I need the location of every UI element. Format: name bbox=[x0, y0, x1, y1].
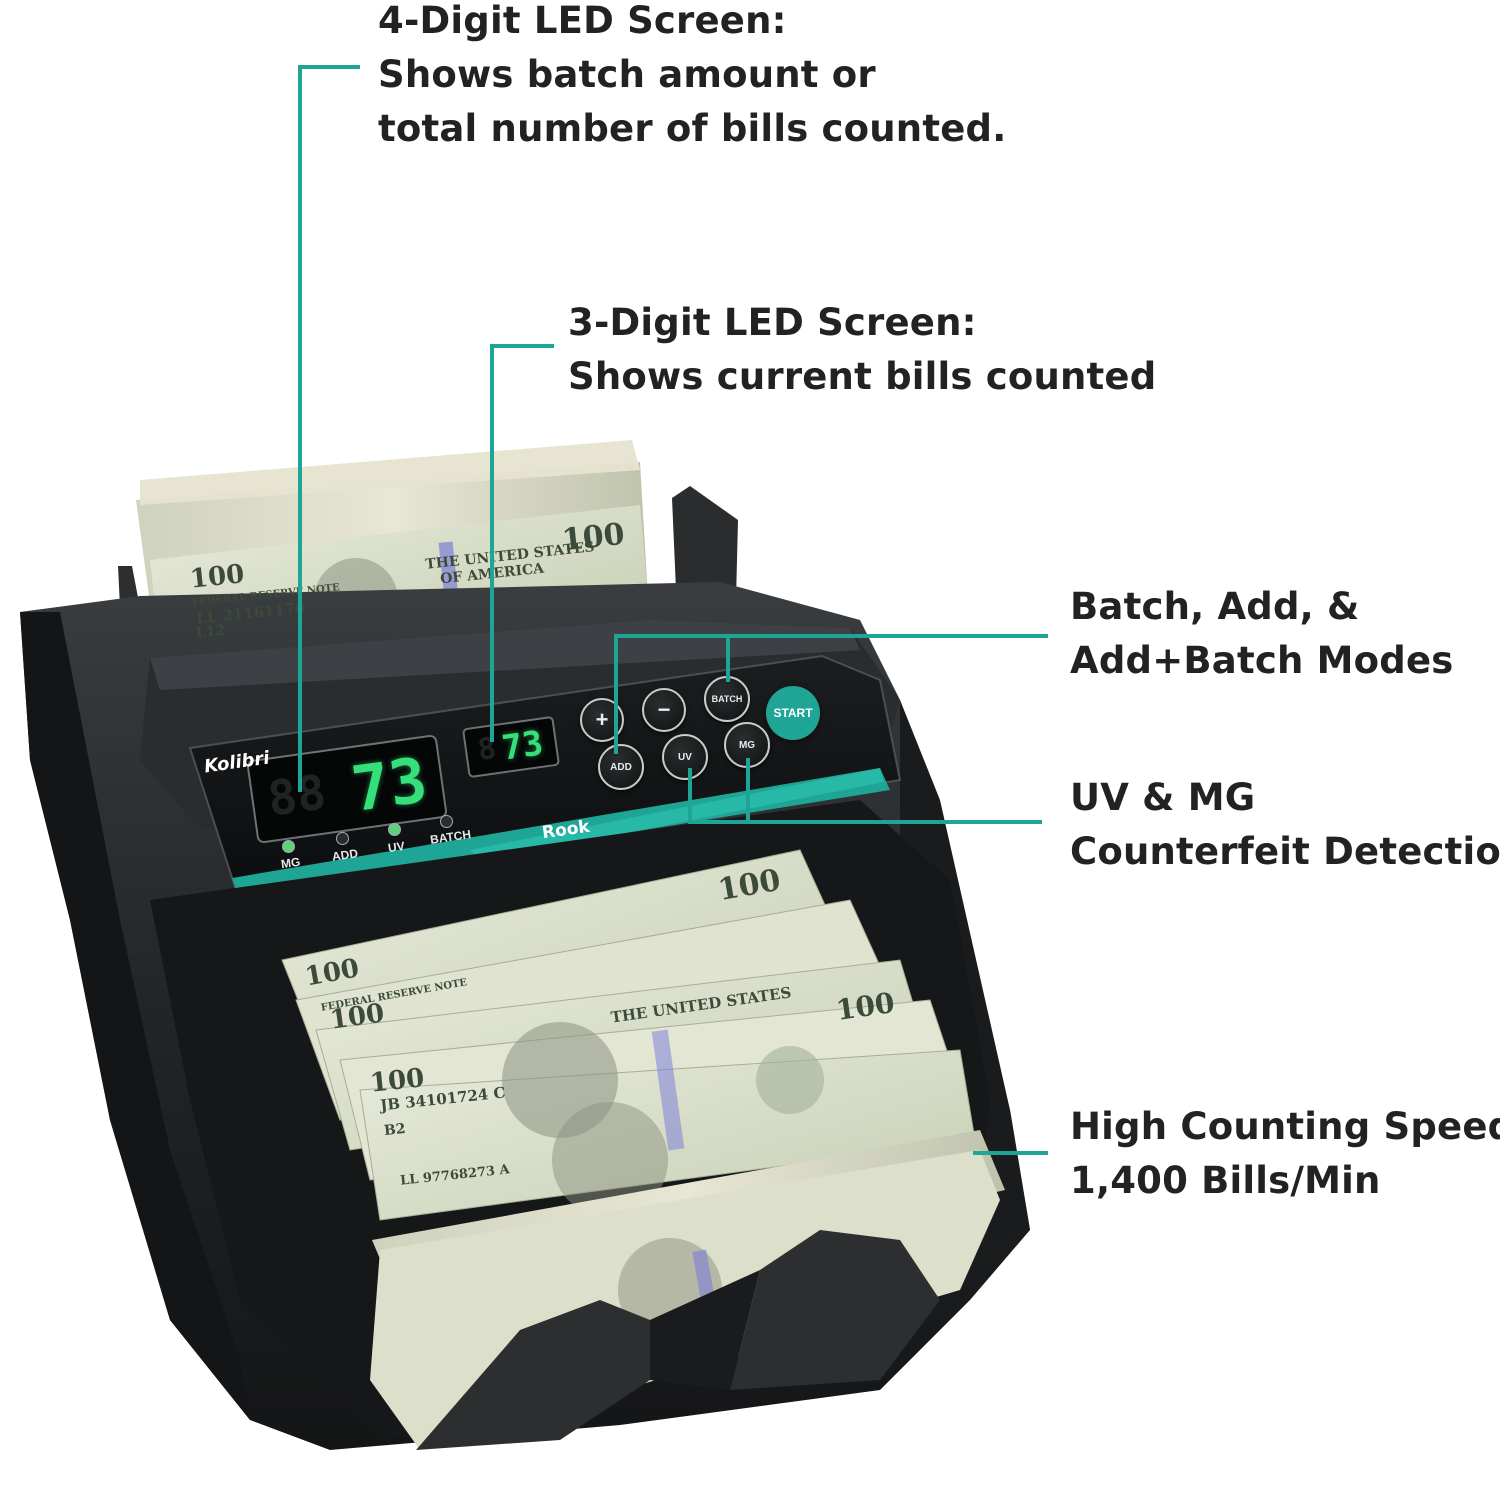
indicator-led-mg bbox=[282, 840, 295, 853]
callout-speed-line1: High Counting Speed: bbox=[1070, 1105, 1500, 1148]
minus-button[interactable]: − bbox=[642, 688, 686, 732]
indicator-led-batch bbox=[440, 815, 453, 828]
callout-modes-line1: Batch, Add, & bbox=[1070, 585, 1360, 628]
callout-led3: 3-Digit LED Screen: Shows current bills … bbox=[568, 296, 1156, 404]
indicator-led-add bbox=[336, 832, 349, 845]
callout-led4-line3: total number of bills counted. bbox=[378, 107, 1007, 150]
front-bills bbox=[281, 849, 976, 1221]
callout-led4-line1: 4-Digit LED Screen: bbox=[378, 0, 787, 42]
callout-led4: 4-Digit LED Screen: Shows batch amount o… bbox=[378, 0, 1006, 156]
indicator-label-mg: MG bbox=[280, 854, 302, 872]
uv-button[interactable]: UV bbox=[662, 734, 708, 780]
indicator-label-uv: UV bbox=[387, 838, 406, 856]
callout-speed-line2: 1,400 Bills/Min bbox=[1070, 1159, 1381, 1202]
callout-modes: Batch, Add, & Add+Batch Modes bbox=[1070, 580, 1453, 688]
mg-button[interactable]: MG bbox=[724, 722, 770, 768]
indicator-led-uv bbox=[388, 823, 401, 836]
hopper-guide-right bbox=[672, 486, 738, 600]
batch-button[interactable]: BATCH bbox=[704, 676, 750, 722]
bill-denomination-mid: 100 bbox=[188, 559, 246, 595]
led4-value: 73 bbox=[347, 743, 432, 826]
callout-detect-line2: Counterfeit Detection bbox=[1070, 830, 1500, 873]
stacker-paddle-right bbox=[730, 1230, 940, 1390]
callout-detect-line1: UV & MG bbox=[1070, 776, 1256, 819]
led4-ghost-digits: 88 bbox=[264, 764, 330, 828]
callout-led3-line1: 3-Digit LED Screen: bbox=[568, 301, 977, 344]
callout-led4-line2: Shows batch amount or bbox=[378, 53, 876, 96]
start-button[interactable]: START bbox=[766, 686, 820, 740]
callout-modes-line2: Add+Batch Modes bbox=[1070, 639, 1454, 682]
callout-led3-line2: Shows current bills counted bbox=[568, 355, 1157, 398]
callout-speed: High Counting Speed: 1,400 Bills/Min bbox=[1070, 1100, 1500, 1208]
stacker-paddle-left bbox=[416, 1300, 650, 1450]
bill-plate-2: L12 bbox=[195, 622, 227, 642]
callout-detect: UV & MG Counterfeit Detection bbox=[1070, 771, 1500, 879]
bill-plate-1: B2 bbox=[383, 1120, 407, 1140]
led3-value: 73 bbox=[499, 723, 546, 769]
plus-button[interactable]: + bbox=[580, 698, 624, 742]
add-button[interactable]: ADD bbox=[598, 744, 644, 790]
